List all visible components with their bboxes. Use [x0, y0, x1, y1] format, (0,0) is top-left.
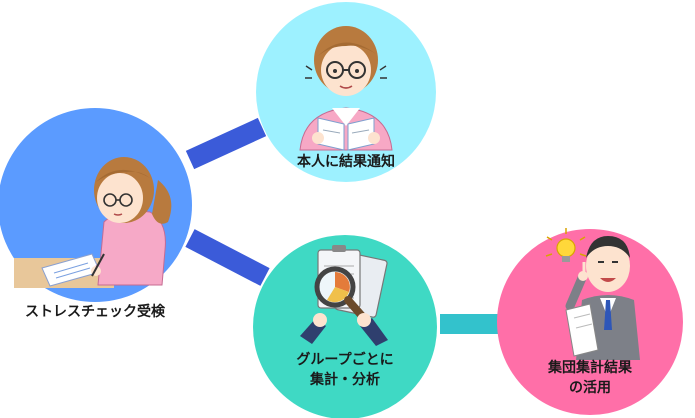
- notify-text: 本人に結果通知: [297, 154, 395, 170]
- utilize-text-line2: の活用: [569, 380, 611, 396]
- node-group-label: グループごとに 集計・分析: [265, 350, 425, 390]
- group-text-line1: グループごとに: [296, 352, 394, 368]
- woman-at-desk-writing-icon: [14, 157, 172, 288]
- node-utilize-label: 集団集計結果 の活用: [510, 358, 670, 398]
- woman-reading-report-icon: [299, 26, 393, 151]
- node-notify-label: 本人に結果通知: [266, 152, 426, 172]
- businessman-idea-icon: [545, 228, 640, 360]
- connector-check-to-group: [185, 229, 270, 286]
- node-group-circle: [253, 235, 437, 418]
- connector-group-to-utilize: [440, 314, 508, 334]
- connector-check-to-notify: [185, 117, 267, 170]
- node-stress-check-label: ストレスチェック受検: [15, 302, 175, 322]
- group-text-line2: 集計・分析: [310, 372, 380, 388]
- utilize-text-line1: 集団集計結果: [548, 360, 632, 376]
- magnifier-clipboard-icon: [300, 245, 388, 346]
- stress-check-text: ストレスチェック受検: [25, 304, 165, 320]
